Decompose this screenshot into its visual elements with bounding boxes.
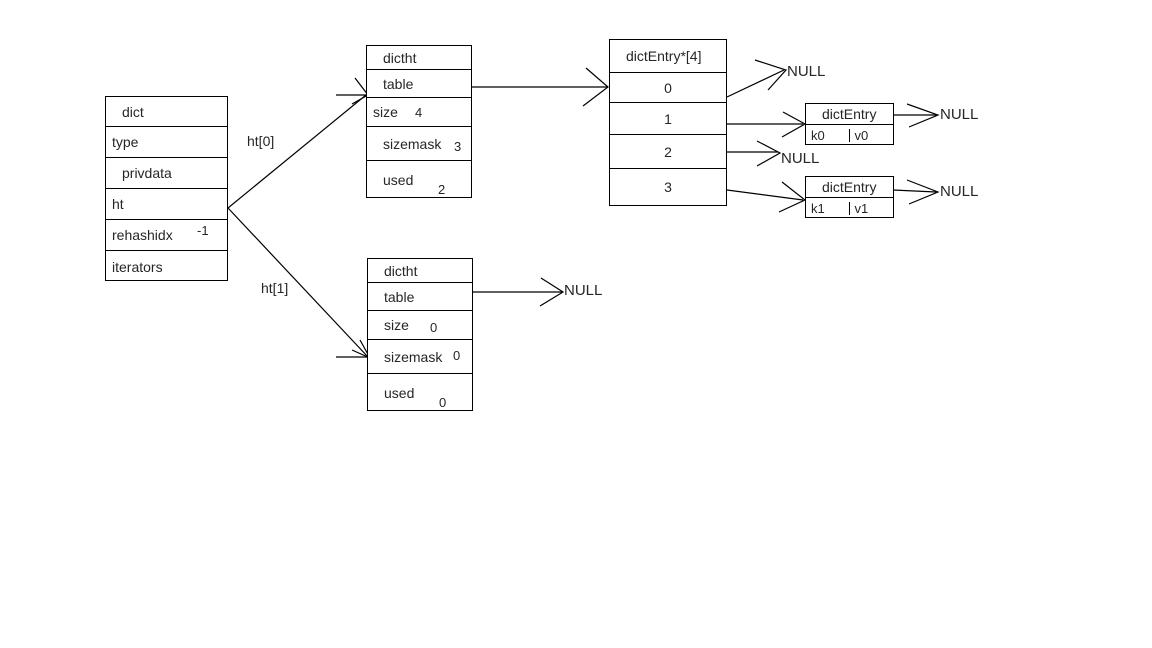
dictht1-field-sizemask-value: 0 <box>453 348 461 363</box>
dict-field-iterators: iterators <box>106 251 227 282</box>
dictht0-field-sizemask: sizemask 3 <box>367 127 471 161</box>
dict-entry-1-key: k1 <box>806 201 850 215</box>
dictht0-field-size-label: size <box>373 104 398 120</box>
null-label-slot2: NULL <box>781 150 820 167</box>
ht1-pointer-label: ht[1] <box>261 280 289 296</box>
wire-slot0-null <box>726 59 788 98</box>
dictht1-header-label: dictht <box>384 262 418 279</box>
dictht0-field-sizemask-value: 3 <box>454 139 462 154</box>
wire-table1-to-null <box>473 277 565 307</box>
dictht0-field-used-label: used <box>383 172 414 188</box>
dictht1-field-table: table <box>368 283 472 311</box>
dictht0-header: dictht <box>367 46 471 70</box>
dict-field-rehashidx-value: -1 <box>197 223 209 238</box>
dict-entry-0-kv: k0 v0 <box>806 125 893 145</box>
wire-slot2-null <box>727 140 782 167</box>
wire-table0-to-array <box>472 67 609 107</box>
dict-field-ht-label: ht <box>112 196 124 212</box>
bucket-array: dictEntry*[4] 0 1 2 3 <box>609 39 727 206</box>
bucket-slot-2-label: 2 <box>664 143 672 160</box>
dictht0-field-size-value: 4 <box>415 105 423 120</box>
dict-entry-1: dictEntry k1 v1 <box>805 176 894 218</box>
dictht1-struct: dictht table size 0 sizemask 0 used 0 <box>367 258 473 411</box>
dictht1-field-used: used 0 <box>368 374 472 412</box>
dictht0-header-label: dictht <box>383 49 417 66</box>
dictht1-field-size-label: size <box>384 317 409 333</box>
dictht0-field-table-label: table <box>383 75 414 92</box>
bucket-slot-2: 2 <box>610 135 726 169</box>
wire-entry1-null <box>892 179 940 205</box>
ht0-pointer-label: ht[0] <box>247 133 275 149</box>
dict-entry-1-header-label: dictEntry <box>822 179 877 195</box>
dict-field-rehashidx-label: rehashidx <box>112 227 173 243</box>
dictht0-field-sizemask-label: sizemask <box>383 135 442 152</box>
null-label-entry0-next: NULL <box>940 106 979 123</box>
dict-entry-1-value: v1 <box>854 200 869 216</box>
wire-slot3-entry1 <box>726 181 807 213</box>
wire-ht1 <box>227 207 372 360</box>
dict-entry-1-header: dictEntry <box>806 177 893 198</box>
dict-struct: dict type privdata ht rehashidx -1 itera… <box>105 96 228 281</box>
wire-slot1-entry0 <box>727 111 807 138</box>
dictht0-field-size: size 4 <box>367 98 471 127</box>
dict-header-label: dict <box>122 103 144 120</box>
null-label-entry1-next: NULL <box>940 183 979 200</box>
dict-field-privdata-label: privdata <box>122 165 172 181</box>
bucket-slot-3: 3 <box>610 169 726 205</box>
dictht1-header: dictht <box>368 259 472 283</box>
dict-field-rehashidx: rehashidx -1 <box>106 220 227 251</box>
null-label-ht1-table: NULL <box>564 282 603 299</box>
dict-entry-0-header-label: dictEntry <box>822 106 877 122</box>
bucket-slot-3-label: 3 <box>664 179 672 195</box>
dict-entry-0-key: k0 <box>806 128 850 142</box>
dictht1-field-used-label: used <box>384 385 415 401</box>
bucket-slot-0: 0 <box>610 73 726 103</box>
bucket-array-header-label: dictEntry*[4] <box>626 48 702 64</box>
dictht0-field-table: table <box>367 70 471 98</box>
dict-field-iterators-label: iterators <box>112 258 163 275</box>
bucket-slot-0-label: 0 <box>664 79 672 96</box>
dictht0-struct: dictht table size 4 sizemask 3 used 2 <box>366 45 472 198</box>
bucket-slot-1-label: 1 <box>664 110 672 127</box>
dict-entry-1-kv: k1 v1 <box>806 198 893 218</box>
dictht1-field-used-value: 0 <box>439 395 447 410</box>
dict-entry-0-header: dictEntry <box>806 104 893 125</box>
dict-field-ht: ht <box>106 189 227 220</box>
dictht0-field-used: used 2 <box>367 161 471 199</box>
dict-field-type: type <box>106 127 227 158</box>
dictht1-field-table-label: table <box>384 288 415 305</box>
dict-field-type-label: type <box>112 134 139 150</box>
dictht1-field-sizemask-label: sizemask <box>384 348 443 365</box>
null-label-slot0: NULL <box>787 63 826 80</box>
dict-header: dict <box>106 97 227 127</box>
dict-entry-0-value: v0 <box>854 127 869 143</box>
bucket-array-header: dictEntry*[4] <box>610 40 726 73</box>
dict-field-privdata: privdata <box>106 158 227 189</box>
dict-entry-0: dictEntry k0 v0 <box>805 103 894 145</box>
dictht1-field-size-value: 0 <box>430 320 438 335</box>
dictht1-field-sizemask: sizemask 0 <box>368 340 472 374</box>
dictht1-field-size: size 0 <box>368 311 472 340</box>
dictht0-field-used-value: 2 <box>438 182 446 197</box>
bucket-slot-1: 1 <box>610 103 726 135</box>
